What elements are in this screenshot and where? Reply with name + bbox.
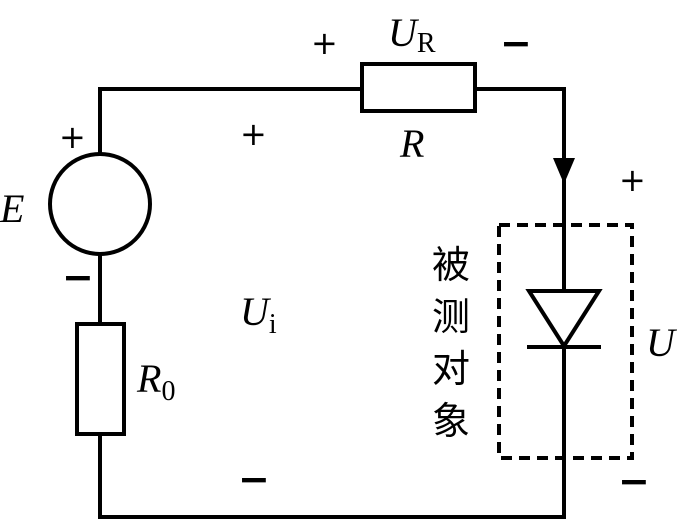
source-symbol: E	[0, 186, 24, 231]
wire-top-left	[98, 87, 364, 156]
resistor-voltage-subscript: R	[417, 28, 436, 59]
current-arrow-icon	[553, 158, 575, 184]
internal-resistor-subscript: 0	[161, 376, 175, 407]
resistor-voltage-plus: +	[311, 24, 338, 62]
internal-resistor	[75, 322, 126, 436]
dut-label-char-1: 被	[432, 243, 470, 287]
input-voltage-label: Ui	[240, 289, 277, 340]
source-minus: −	[62, 255, 94, 299]
dut-label-char-3: 对	[432, 347, 470, 391]
input-voltage-symbol: U	[240, 289, 272, 334]
resistor-voltage-symbol: U	[388, 10, 420, 55]
resistor-voltage-minus: −	[500, 21, 532, 65]
dut-dashed-box	[497, 223, 634, 460]
resistor-voltage-label: UR	[388, 10, 436, 59]
diode-triangle	[525, 289, 603, 350]
input-voltage-minus: −	[238, 457, 270, 501]
wires	[98, 87, 566, 519]
wire-top-right	[473, 87, 566, 227]
internal-resistor-symbol: R	[136, 356, 161, 401]
resistor-symbol: R	[399, 121, 424, 166]
dut-voltage-minus: −	[618, 459, 650, 503]
dut-label: 被 测 对 象	[432, 243, 470, 443]
internal-resistor-label: R0	[136, 356, 175, 407]
voltage-source	[48, 152, 152, 256]
dut-voltage-plus: +	[619, 161, 646, 199]
source-plus: +	[59, 118, 86, 156]
dut-label-char-2: 测	[432, 295, 470, 339]
dut-voltage-symbol: U	[646, 320, 678, 365]
dut-label-char-4: 象	[432, 399, 470, 443]
resistor	[360, 62, 477, 113]
input-voltage-subscript: i	[269, 309, 277, 340]
diode-icon	[525, 289, 603, 350]
wire-bottom	[98, 432, 566, 519]
input-voltage-plus: +	[240, 115, 267, 153]
